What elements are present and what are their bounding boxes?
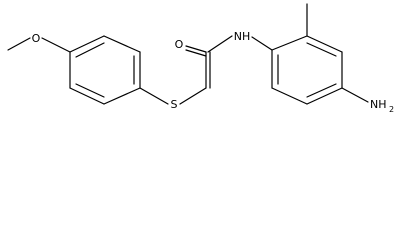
amino-subscript-label: 2 bbox=[389, 105, 394, 114]
methoxy-oxygen-label: O bbox=[32, 32, 41, 45]
carbonyl-bond bbox=[185, 45, 207, 57]
aminomethylphenyl-ring bbox=[271, 35, 343, 105]
carbonyl-oxygen-label: O bbox=[175, 38, 184, 51]
ring-substituent-bonds bbox=[251, 3, 369, 103]
chemical-structure-diagram: O S O NH NH 2 bbox=[7, 3, 394, 114]
thioether-chain bbox=[139, 35, 233, 105]
sulfur-label: S bbox=[171, 98, 178, 111]
amide-nitrogen-label: NH bbox=[234, 30, 251, 43]
methoxy-group bbox=[7, 37, 71, 53]
amino-group-label: NH 2 bbox=[370, 98, 394, 114]
amino-nitrogen-label: NH bbox=[370, 98, 387, 111]
methoxyphenyl-ring bbox=[69, 35, 141, 105]
